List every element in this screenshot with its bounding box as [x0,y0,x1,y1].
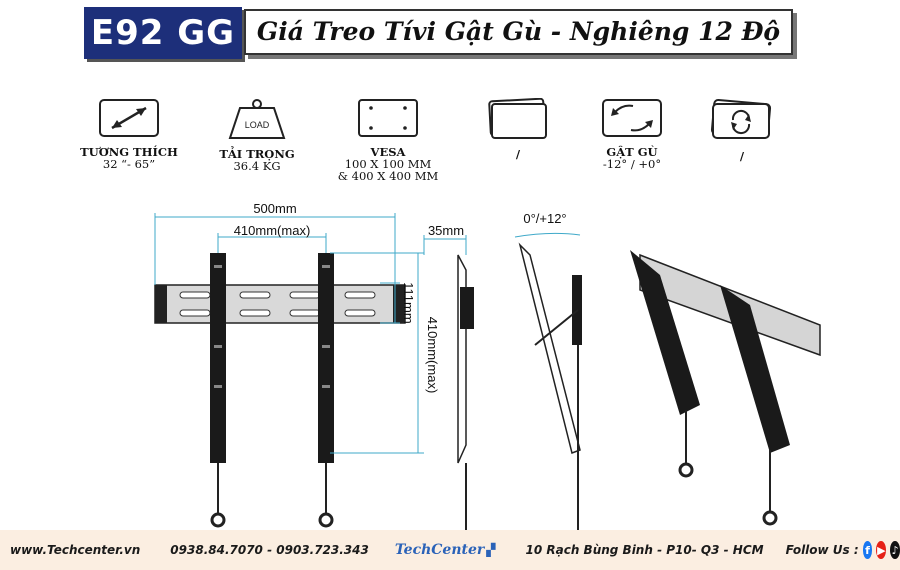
perspective-view [630,250,821,526]
technical-drawings: 500mm 410mm(max) 111mm 410mm(max) 35mm 0… [154,201,821,530]
tilt-rotate-icon [602,99,662,137]
feature-title: TẢI TRỌNG [219,147,295,161]
tilt-view: 0°/+12° [514,211,582,530]
feature-load: LOAD TẢI TRỌNG 36.4 KG [197,98,317,172]
footer-website[interactable]: www.Techcenter.vn [10,543,141,557]
brand-logo-icon: ▞ [486,543,496,557]
dimension-tilt: 0°/+12° [523,211,566,226]
feature-tilt: GẬT GÙ -12° / +0° [572,98,692,170]
feature-screens: / [458,98,578,160]
facebook-icon[interactable]: f [862,541,873,559]
feature-value: -12° / +0° [602,157,662,171]
youtube-icon[interactable]: ▶ [876,541,887,559]
feature-title: / [515,147,521,161]
footer-bar: www.Techcenter.vn 0938.84.7070 - 0903.72… [0,530,900,570]
product-title: Giá Treo Tívi Gật Gù - Nghiêng 12 Độ [244,9,793,55]
dimension-width-total: 500mm [253,201,296,216]
diagonal-arrow-icon [99,99,159,137]
feature-value: 36.4 KG [233,159,281,173]
stacked-screens-icon [488,98,547,139]
front-view [154,213,424,528]
side-view: 35mm [423,223,474,530]
dimension-depth: 35mm [428,223,464,238]
dimension-width-max: 410mm(max) [234,223,311,238]
footer-address: 10 Rạch Bùng Binh - P10- Q3 - HCM [525,543,764,557]
feature-vesa: VESA 100 X 100 MM & 400 X 400 MM [328,98,448,182]
feature-compatibility: TƯƠNG THÍCH 32 “- 65” [69,98,189,170]
weight-load-icon: LOAD [228,99,286,139]
load-icon-text: LOAD [245,120,270,130]
feature-title: GẬT GÙ [606,145,658,159]
swivel-rotate-icon [710,98,772,140]
model-badge: E92 GG [84,7,242,59]
feature-swivel: / [682,98,802,162]
footer-follow: Follow Us : [785,543,859,557]
feature-title: TƯƠNG THÍCH [80,145,178,159]
tiktok-icon[interactable]: ♪ [890,541,900,559]
feature-value-2: & 400 X 400 MM [337,169,439,183]
footer-brand: TechCenter [394,542,485,558]
dimension-plate-height: 111mm [401,282,416,323]
footer-phones: 0938.84.7070 - 0903.723.343 [170,543,369,557]
feature-title: / [739,149,745,163]
feature-title: VESA [370,145,406,159]
dimension-height-max: 410mm(max) [425,317,440,394]
feature-value: 32 “- 65” [102,157,156,171]
vesa-pattern-icon [358,99,418,137]
feature-value: 100 X 100 MM [344,157,432,171]
